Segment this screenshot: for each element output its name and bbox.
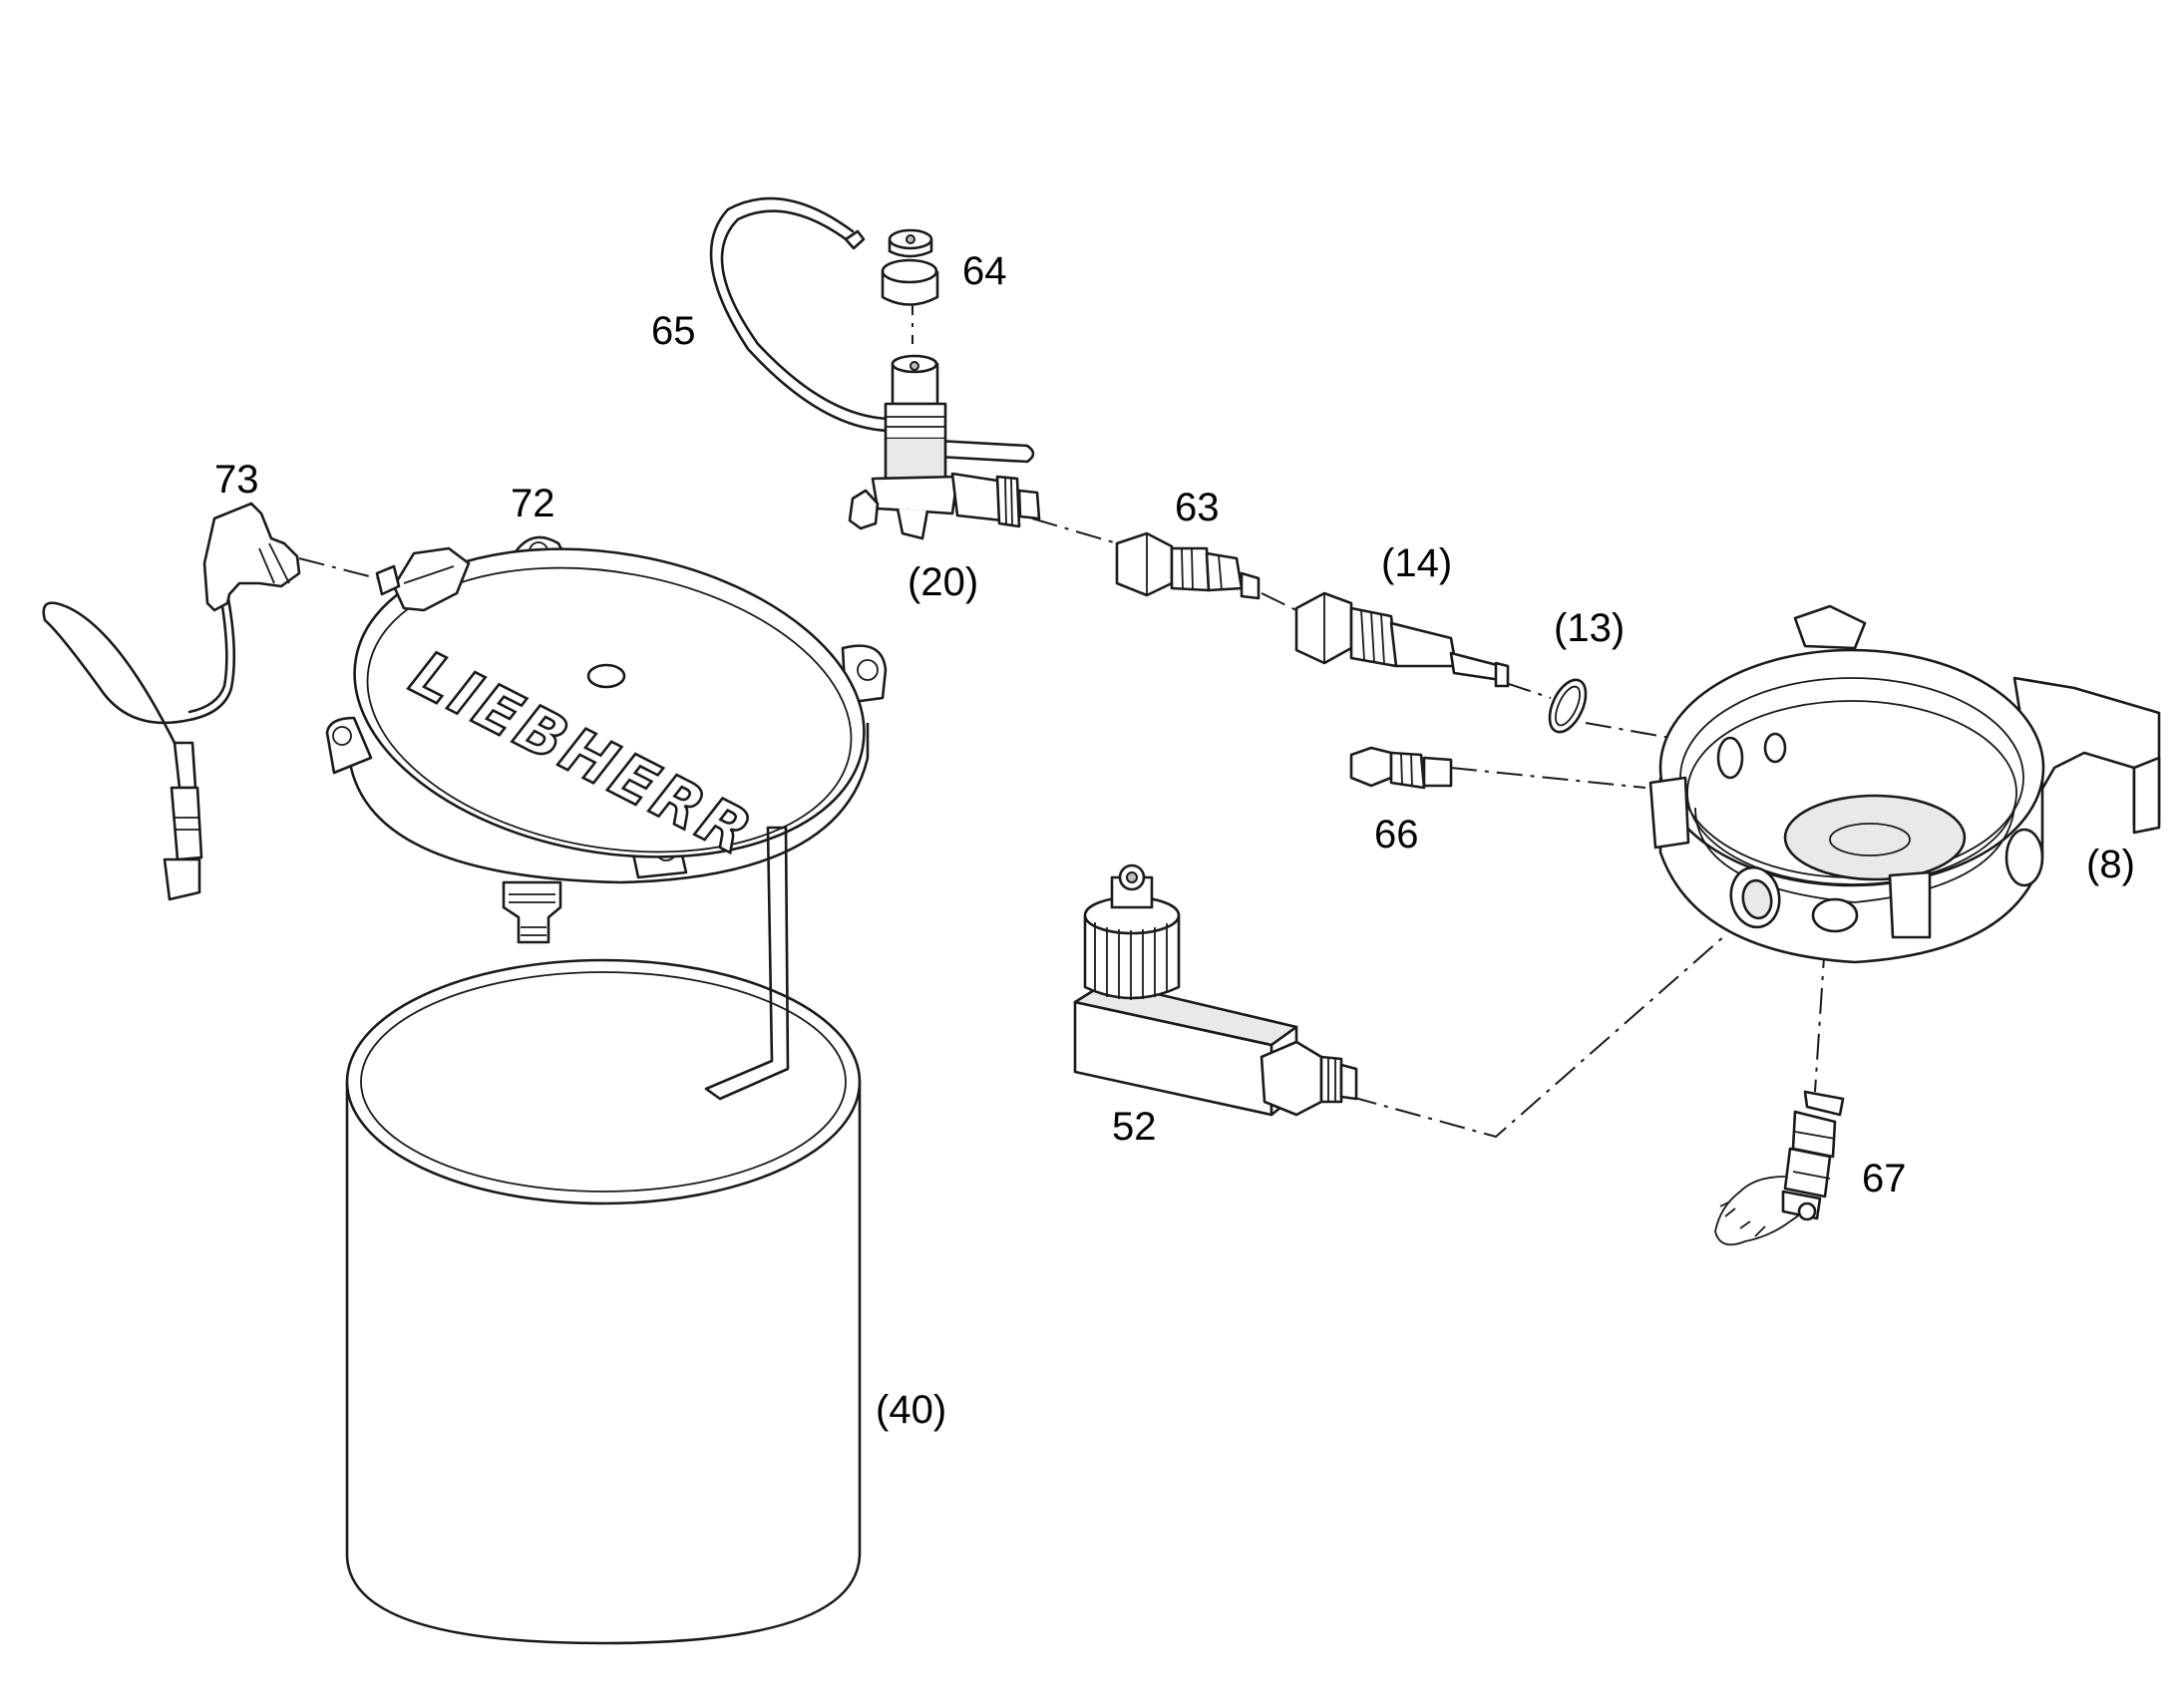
housing-part-8 xyxy=(1648,604,2161,964)
callout-20: (20) xyxy=(908,560,978,604)
o-ring-part-13 xyxy=(1548,678,1588,734)
fitting-part-66 xyxy=(1349,746,1453,790)
cable-connector-part-73 xyxy=(42,502,301,901)
callout-40: (40) xyxy=(876,1388,946,1432)
callout-65: 65 xyxy=(651,309,696,353)
callout-63: 63 xyxy=(1175,486,1220,529)
callout-labels: 73 72 65 64 (20) 63 (14) (13) 66 (8) 52 … xyxy=(214,249,2135,1432)
callout-66: 66 xyxy=(1374,813,1419,856)
t-fitting-part-20 xyxy=(848,354,1041,540)
tube-part-65 xyxy=(709,196,1035,464)
callout-13: (13) xyxy=(1554,606,1625,650)
callout-67: 67 xyxy=(1862,1157,1907,1200)
block-part-52 xyxy=(1073,863,1358,1117)
callout-8: (8) xyxy=(2086,843,2135,886)
callout-72: 72 xyxy=(511,482,555,525)
cap-part-64 xyxy=(881,228,939,306)
callout-73: 73 xyxy=(214,458,259,502)
container-cylinder-part-40 xyxy=(345,958,862,1645)
callout-14: (14) xyxy=(1381,541,1452,585)
callout-64: 64 xyxy=(962,249,1007,293)
callout-52: 52 xyxy=(1112,1105,1157,1149)
nipple-part-67 xyxy=(1714,1090,1845,1246)
valve-insert-part-14 xyxy=(1294,591,1510,688)
cover-lid-part-72: LIEBHERR xyxy=(325,535,888,1101)
adapter-part-63 xyxy=(1115,531,1261,600)
